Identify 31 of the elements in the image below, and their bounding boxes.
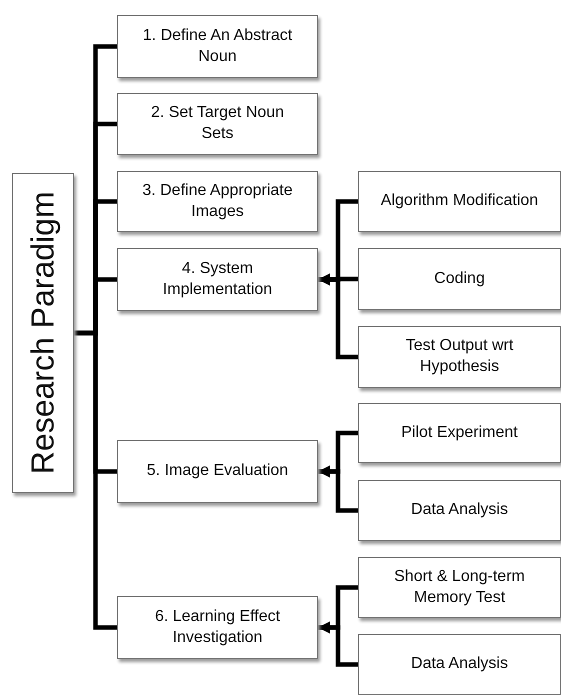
connector-arrow	[318, 274, 358, 360]
step-box	[358, 403, 561, 463]
step-box	[117, 171, 318, 232]
step-label: Coding	[433, 268, 486, 289]
step-box	[358, 634, 561, 695]
step-box	[117, 15, 318, 78]
step-box	[358, 171, 561, 232]
step-box	[117, 440, 318, 503]
step-label: Research Paradigm	[23, 192, 62, 474]
step-label: Test Output wrt Hypothesis	[404, 336, 514, 377]
step-box	[358, 480, 561, 541]
connector-arrow	[318, 466, 358, 513]
step-label: 4. System Implementation	[162, 258, 274, 300]
step-label: Pilot Experiment	[400, 422, 519, 443]
step-label: Algorithm Modification	[380, 191, 540, 212]
step-box	[117, 93, 318, 155]
step-label: 6. Learning Effect Investigation	[154, 606, 282, 648]
step-label: 1. Define An Abstract Noun	[142, 26, 294, 66]
step-label: 3. Define Appropriate Images	[141, 180, 294, 222]
step-label: Data Analysis	[410, 500, 509, 520]
step-label: 5. Image Evaluation	[146, 461, 290, 482]
step-label: 2. Set Target Noun Sets	[150, 103, 286, 144]
connector-arrow	[318, 622, 358, 667]
step-label: Short & Long-term Memory Test	[393, 566, 526, 608]
title-box	[12, 173, 74, 493]
step-box	[117, 248, 318, 311]
step-box	[358, 248, 561, 310]
step-box	[117, 596, 318, 659]
step-box	[358, 557, 561, 618]
step-box	[358, 326, 561, 388]
step-label: Data Analysis	[410, 654, 509, 674]
